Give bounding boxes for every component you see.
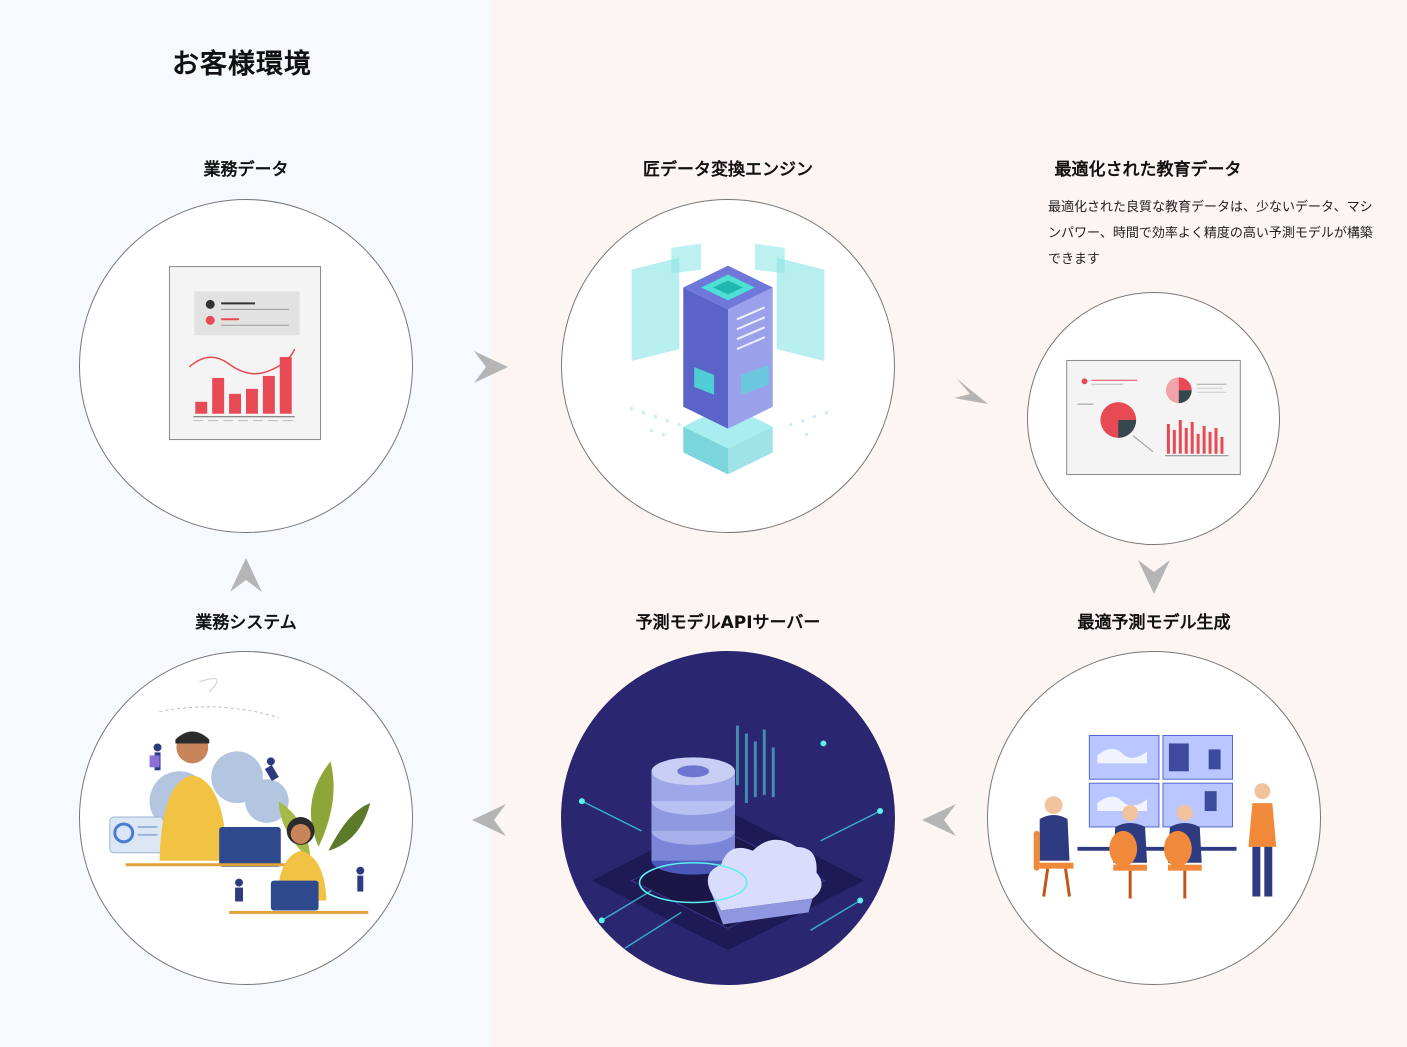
optimized-data-description: 最適化された良質な教育データは、少ないデータ、マシンパワー、時間で効率よく精度の… [1048, 200, 1373, 267]
arrow-down-icon [1134, 556, 1174, 596]
model-generation-illustration [987, 651, 1321, 985]
engine-illustration [561, 199, 895, 533]
api-server-illustration [561, 651, 895, 985]
arrow-left-icon [920, 800, 960, 840]
business-data-label: 業務データ [203, 160, 289, 180]
optimized-data-label: 最適化された教育データ [1054, 160, 1242, 180]
arrow-left-icon [470, 800, 510, 840]
model-generation-label: 最適予測モデル生成 [1077, 613, 1231, 633]
customer-environment-title: お客様環境 [172, 49, 312, 80]
business-system-label: 業務システム [195, 613, 297, 633]
arrow-up-icon [226, 556, 266, 596]
arrow-right-icon [470, 347, 510, 387]
engine-label: 匠データ変換エンジン [643, 160, 813, 180]
business-system-illustration [79, 651, 413, 985]
api-server-label: 予測モデルAPIサーバー [635, 613, 821, 633]
business-data-illustration [79, 199, 413, 533]
optimized-data-illustration [1027, 292, 1280, 545]
arrow-down-right-icon [950, 370, 990, 410]
